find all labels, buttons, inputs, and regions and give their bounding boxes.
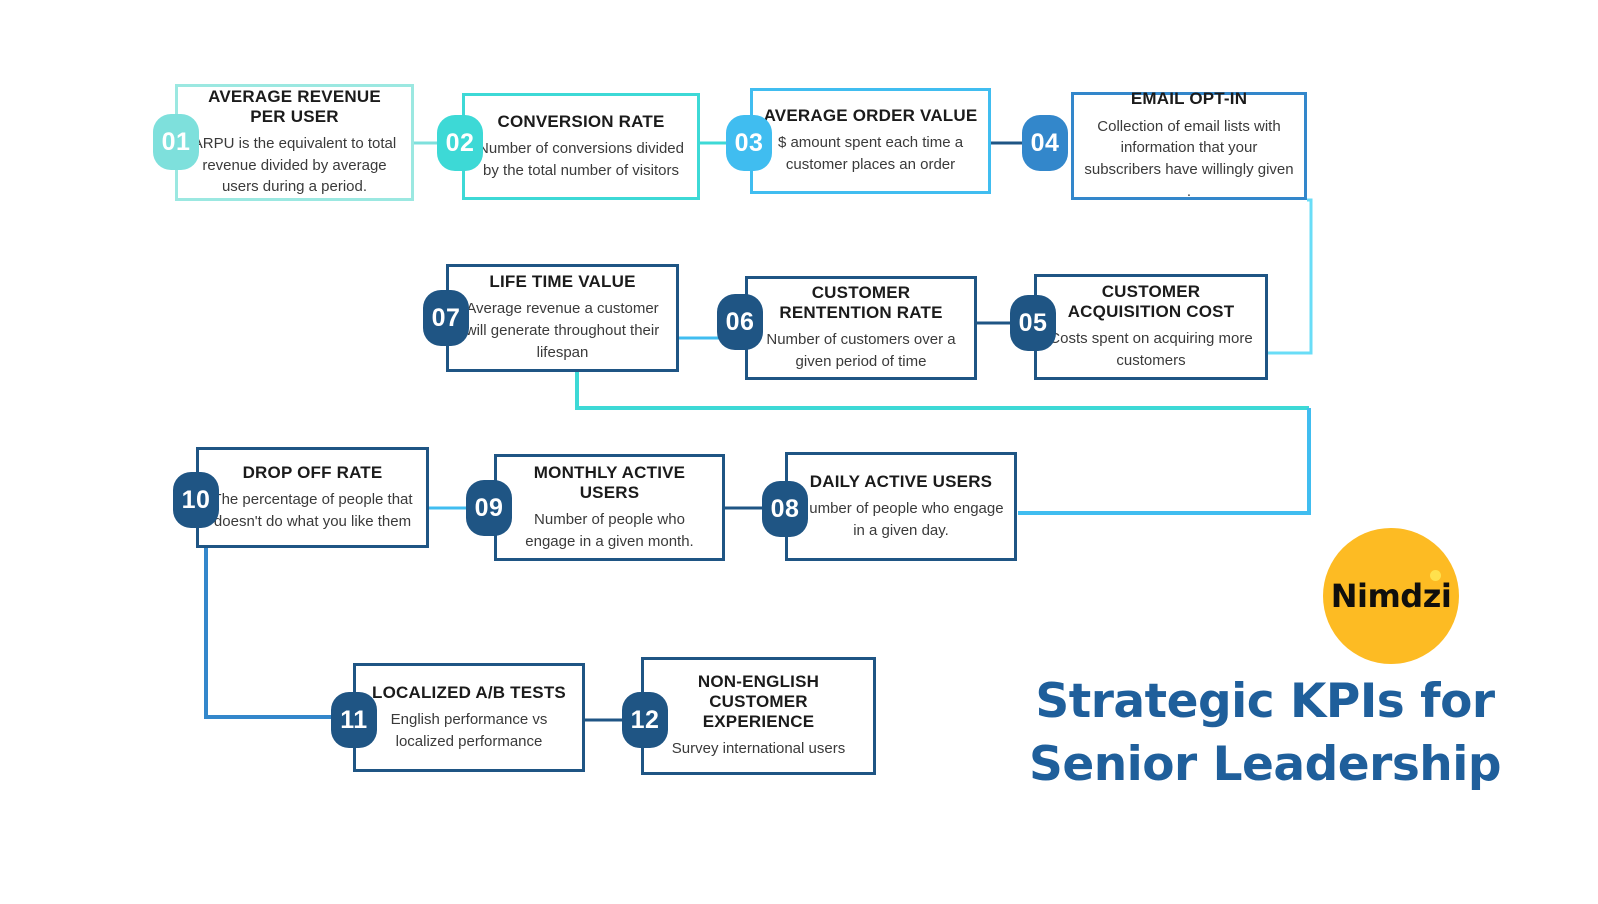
page-title-line-1: Strategic KPIs for: [1035, 674, 1495, 729]
connector-10-11: [204, 545, 333, 719]
connector-08-feed: [1018, 408, 1311, 515]
kpi-badge-01[interactable]: 01: [153, 114, 199, 170]
kpi-number: 05: [1018, 308, 1048, 337]
kpi-badge-04[interactable]: 04: [1022, 115, 1068, 171]
kpi-box-01[interactable]: AVERAGE REVENUE PER USER ARPU is the equ…: [175, 84, 414, 201]
kpi-description: Survey international users: [671, 740, 846, 758]
kpi-box-02[interactable]: CONVERSION RATE Number of conversions di…: [462, 93, 700, 200]
kpi-box-06[interactable]: CUSTOMER RENTENTION RATE Number of custo…: [745, 276, 977, 380]
kpi-description: ARPU is the equivalent to total revenue …: [192, 134, 397, 196]
kpi-box-09[interactable]: MONTHLY ACTIVE USERS Number of people wh…: [494, 454, 725, 561]
kpi-description: Number of customers over a given period …: [766, 331, 956, 371]
connector-04-05: [1268, 198, 1313, 355]
kpi-badge-09[interactable]: 09: [466, 480, 512, 536]
kpi-box-05[interactable]: CUSTOMER ACQUISITION COST Costs spent on…: [1034, 274, 1268, 380]
kpi-description: Number of people who engage in a given d…: [798, 499, 1004, 539]
kpi-number: 06: [725, 307, 755, 336]
kpi-title: LOCALIZED A/B TESTS: [372, 682, 566, 702]
kpi-number: 12: [630, 705, 660, 734]
connector-07-08: [575, 372, 1309, 410]
kpi-box-11[interactable]: LOCALIZED A/B TESTS English performance …: [353, 663, 585, 772]
kpi-title: DAILY ACTIVE USERS: [809, 471, 993, 491]
kpi-description: Number of conversions divided by the tot…: [478, 139, 684, 179]
kpi-badge-02[interactable]: 02: [437, 115, 483, 171]
kpi-description: English performance vs localized perform…: [390, 710, 548, 750]
kpi-description: The percentage of people that doesn't do…: [212, 490, 413, 530]
page-title-line-2: Senior Leadership: [1028, 737, 1502, 793]
kpi-box-12[interactable]: NON-ENGLISH CUSTOMER EXPERIENCE Survey i…: [641, 657, 876, 775]
kpi-title: DROP OFF RATE: [242, 462, 383, 482]
kpi-number: 08: [770, 494, 800, 523]
kpi-box-03[interactable]: AVERAGE ORDER VALUE $ amount spent each …: [750, 88, 991, 194]
kpi-number: 01: [161, 127, 191, 156]
kpi-title: CONVERSION RATE: [497, 111, 665, 131]
kpi-description: Average revenue a customer will generate…: [465, 300, 660, 361]
kpi-title: AVERAGE ORDER VALUE: [763, 106, 978, 126]
kpi-number: 09: [474, 493, 504, 522]
kpi-description: Collection of email lists with informati…: [1084, 117, 1294, 200]
kpi-box-08[interactable]: DAILY ACTIVE USERS Number of people who …: [785, 452, 1017, 561]
kpi-number: 11: [340, 705, 368, 734]
kpi-description: Number of people who engage in a given m…: [525, 510, 694, 550]
kpi-badge-05[interactable]: 05: [1010, 295, 1056, 351]
kpi-title: AVERAGE REVENUE PER USER: [208, 86, 381, 126]
nimdzi-logo-circle: [1323, 528, 1459, 664]
kpi-title: NON-ENGLISH CUSTOMER EXPERIENCE: [697, 672, 820, 732]
kpi-badge-07[interactable]: 07: [423, 290, 469, 346]
kpi-title: LIFE TIME VALUE: [489, 272, 636, 292]
kpi-number: 04: [1030, 128, 1060, 157]
kpi-description: Costs spent on acquiring more customers: [1049, 330, 1253, 370]
kpi-description: $ amount spent each time a customer plac…: [777, 134, 964, 174]
kpi-badge-03[interactable]: 03: [726, 115, 772, 171]
page-title: Strategic KPIs for Senior Leadership: [1020, 670, 1510, 797]
kpi-number: 02: [445, 128, 475, 157]
kpi-box-10[interactable]: DROP OFF RATE The percentage of people t…: [196, 447, 429, 548]
kpi-title: MONTHLY ACTIVE USERS: [533, 462, 686, 502]
kpi-badge-11[interactable]: 11: [331, 692, 377, 748]
kpi-box-07[interactable]: LIFE TIME VALUE Average revenue a custom…: [446, 264, 679, 372]
kpi-number: 03: [734, 128, 764, 157]
kpi-badge-08[interactable]: 08: [762, 481, 808, 537]
kpi-number: 10: [181, 485, 211, 514]
nimdzi-logo-text: Nimdzi: [1330, 577, 1452, 615]
kpi-badge-06[interactable]: 06: [717, 294, 763, 350]
kpi-title: EMAIL OPT-IN: [1130, 89, 1248, 109]
kpi-box-04[interactable]: EMAIL OPT-IN Collection of email lists w…: [1071, 89, 1307, 200]
nimdzi-logo-dot-icon: [1430, 570, 1441, 581]
kpi-title: CUSTOMER RENTENTION RATE: [779, 283, 943, 323]
kpi-number: 07: [431, 303, 461, 332]
kpi-title: CUSTOMER ACQUISITION COST: [1067, 282, 1235, 322]
kpi-badge-12[interactable]: 12: [622, 692, 668, 748]
kpi-badge-10[interactable]: 10: [173, 472, 219, 528]
